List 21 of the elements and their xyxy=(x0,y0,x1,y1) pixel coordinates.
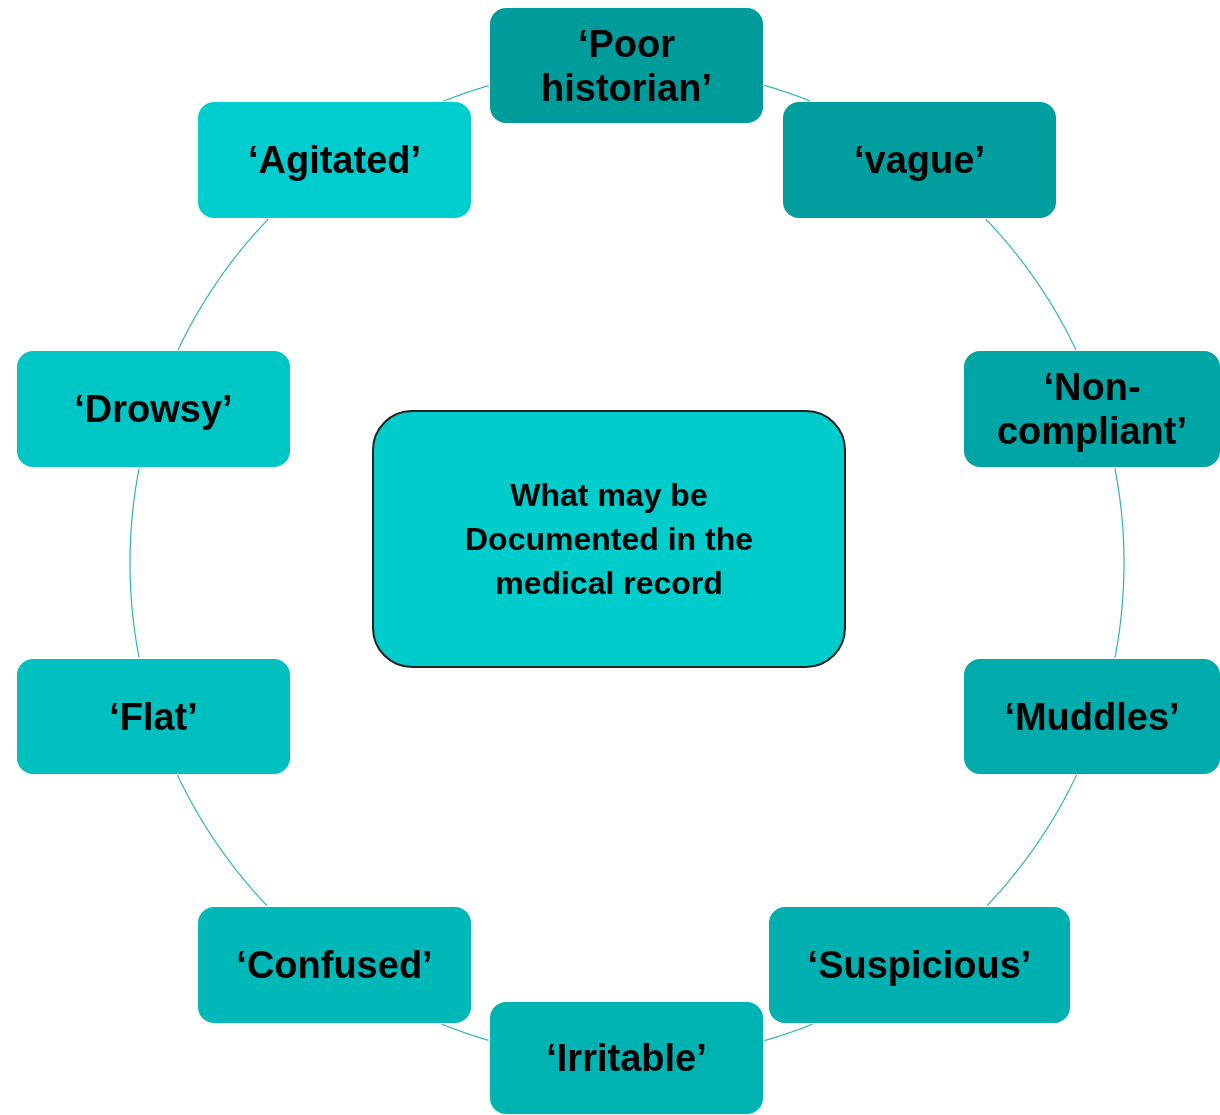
connector-arc xyxy=(985,218,1077,351)
connector-arc xyxy=(177,218,269,351)
connector-arc xyxy=(129,467,140,659)
connector-arc xyxy=(986,774,1078,907)
term-box: ‘Suspicious’ xyxy=(769,907,1070,1023)
connector-arc xyxy=(763,84,811,102)
term-box: ‘Non-compliant’ xyxy=(964,351,1220,467)
term-box: ‘Flat’ xyxy=(17,659,290,774)
connector-arc xyxy=(176,774,268,907)
term-box: ‘vague’ xyxy=(783,102,1056,218)
term-box: ‘Irritable’ xyxy=(490,1002,763,1114)
connector-arc xyxy=(763,1023,813,1042)
connector-arc xyxy=(443,85,490,102)
term-box: ‘Poor historian’ xyxy=(490,8,763,123)
term-box: ‘Confused’ xyxy=(198,907,471,1023)
term-box: ‘Agitated’ xyxy=(198,102,471,218)
connector-arc xyxy=(1114,467,1125,659)
term-box: ‘Drowsy’ xyxy=(17,351,290,467)
central-box: What may be Documented in the medical record xyxy=(372,410,846,668)
term-box: ‘Muddles’ xyxy=(964,659,1220,774)
connector-arc xyxy=(441,1023,490,1041)
